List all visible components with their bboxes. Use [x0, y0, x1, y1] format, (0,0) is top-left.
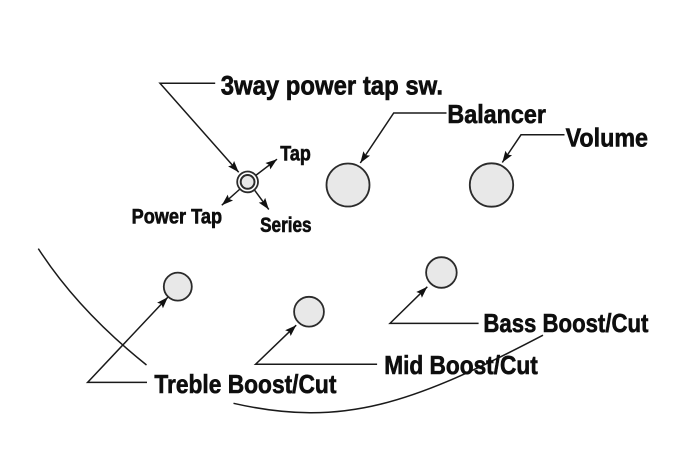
- svg-text:Tap: Tap: [280, 143, 311, 166]
- svg-text:Balancer: Balancer: [447, 99, 546, 129]
- svg-text:Volume: Volume: [566, 123, 648, 153]
- svg-text:Treble Boost/Cut: Treble Boost/Cut: [154, 369, 336, 399]
- svg-text:3way power tap sw.: 3way power tap sw.: [221, 70, 443, 100]
- svg-text:Power Tap: Power Tap: [132, 205, 223, 228]
- svg-text:Bass Boost/Cut: Bass Boost/Cut: [483, 308, 648, 338]
- svg-text:Series: Series: [260, 214, 312, 237]
- svg-text:Mid Boost/Cut: Mid Boost/Cut: [384, 350, 538, 380]
